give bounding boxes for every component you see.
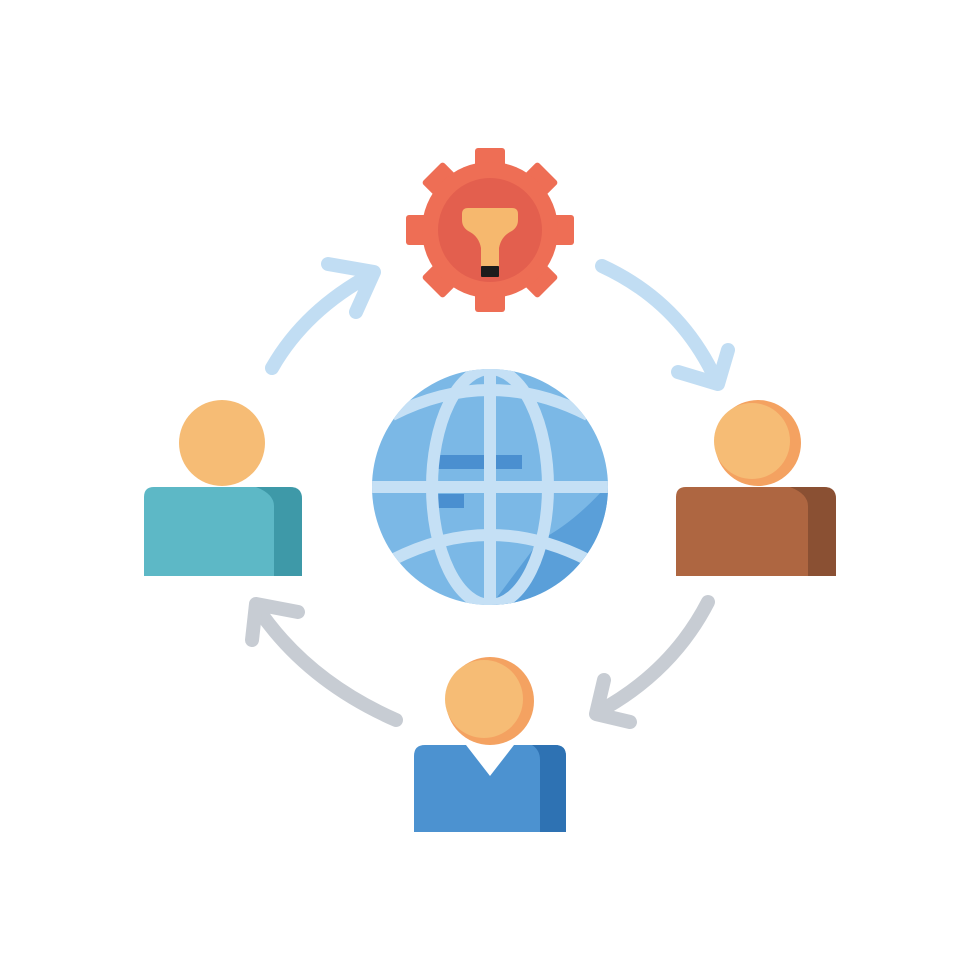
arrow-bottom-to-left [245,597,403,727]
person-body [676,487,836,576]
person-body [144,487,302,576]
person-left [144,400,302,576]
arrow-gear-to-right [595,259,735,391]
person-bottom [414,657,566,832]
lightbulb-icon [462,208,518,266]
arrow-left-to-gear [265,257,381,375]
globe-icon [372,369,608,605]
person-right [676,400,836,576]
gear-lightbulb-icon [406,148,574,312]
person-head [179,400,265,486]
arrow-right-to-bottom [589,595,715,729]
person-body [414,745,566,832]
